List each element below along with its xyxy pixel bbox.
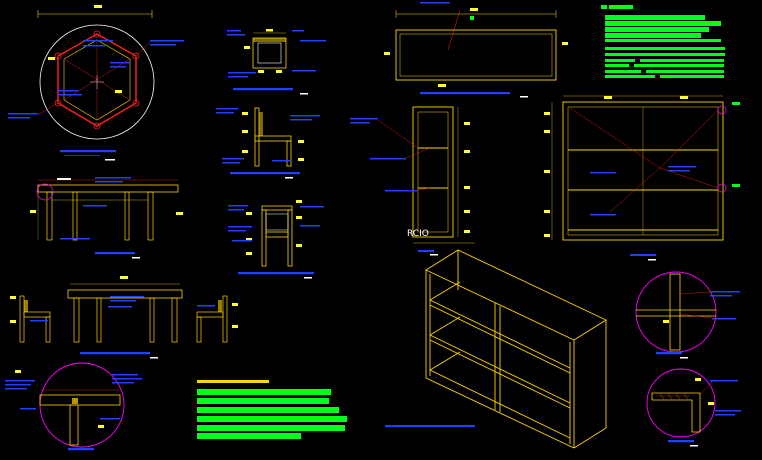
shelf-plan [384, 2, 568, 98]
shelf-front-elevation [544, 95, 740, 261]
round-table-plan [8, 5, 184, 161]
isometric-bookshelf [385, 249, 607, 449]
shelf-side-section: RCIO [350, 106, 475, 256]
chair-front-elevation [228, 200, 324, 279]
table-chairs-elevation [10, 276, 238, 359]
round-table-elevation [30, 177, 183, 259]
detail-c-circle [646, 368, 741, 447]
detail-b-circle [635, 271, 740, 359]
notes-block [197, 380, 347, 439]
legend-block [601, 5, 725, 78]
chair-plan [227, 29, 326, 95]
chair-side-elevation [216, 107, 320, 179]
detail-a-circle [5, 362, 142, 451]
rcio-label: RCIO [407, 229, 429, 239]
